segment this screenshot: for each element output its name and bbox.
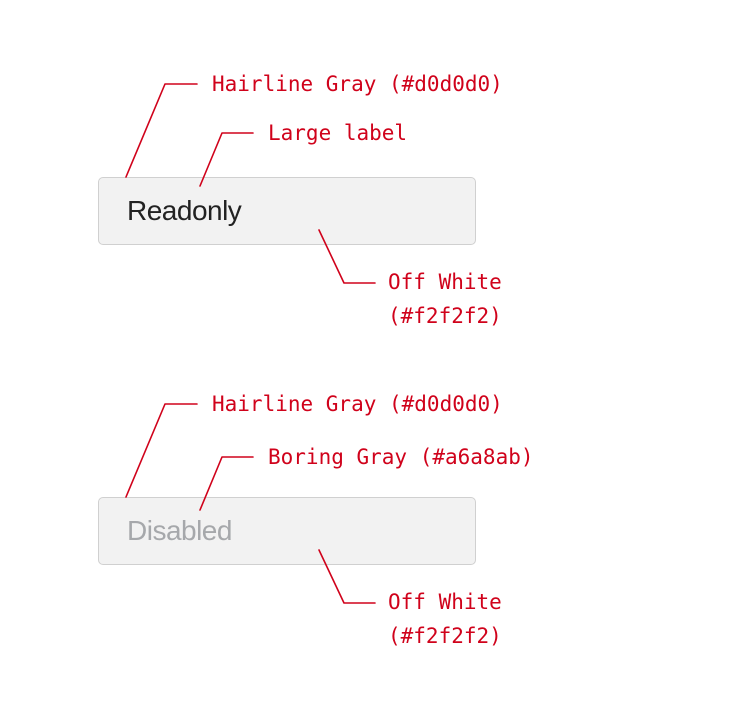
disabled-border-leader (125, 403, 198, 498)
readonly-border-note: Hairline Gray (#d0d0d0) (212, 72, 503, 96)
readonly-label-note: Large label (268, 121, 408, 145)
readonly-background-leader (318, 229, 376, 284)
disabled-field: Disabled (98, 497, 476, 565)
readonly-label-leader (199, 132, 254, 187)
readonly-background-note-line2: (#f2f2f2) (388, 304, 502, 328)
readonly-background-note-line1: Off White (388, 270, 502, 294)
disabled-background-note-line1: Off White (388, 590, 502, 614)
readonly-field-label: Readonly (127, 195, 242, 226)
disabled-background-note-line2: (#f2f2f2) (388, 624, 502, 648)
disabled-background-leader (318, 549, 376, 604)
disabled-field-label: Disabled (127, 515, 232, 546)
disabled-label-note: Boring Gray (#a6a8ab) (268, 445, 534, 469)
disabled-label-leader (199, 456, 254, 511)
readonly-background-note: Off White (#f2f2f2) (388, 265, 502, 333)
disabled-background-note: Off White (#f2f2f2) (388, 585, 502, 653)
disabled-border-note: Hairline Gray (#d0d0d0) (212, 392, 503, 416)
readonly-border-leader (125, 83, 198, 178)
readonly-field: Readonly (98, 177, 476, 245)
